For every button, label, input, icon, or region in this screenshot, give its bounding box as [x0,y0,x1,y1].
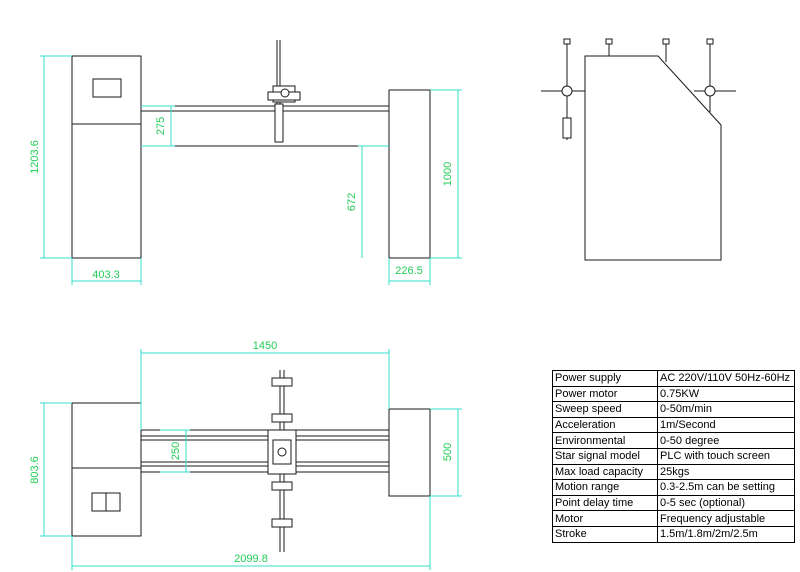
dim-left-width: 403.3 [92,269,120,281]
spec-label: Star signal model [552,447,658,465]
spec-label: Max load capacity [552,463,658,481]
dim-beam-height: 275 [155,117,167,135]
spec-label: Motion range [552,479,658,496]
spec-value: 0-5 sec (optional) [657,494,795,512]
front-dimensions [40,55,462,285]
spec-value: 1.5m/1.8m/2m/2.5m [657,525,795,543]
top-left-cabinet [71,402,142,537]
spec-value: 0.3-2.5m can be setting [657,479,795,496]
spec-value: 0-50 degree [657,432,795,449]
top-right-cabinet [388,408,431,497]
spec-label: Power motor [552,385,658,403]
side-cabinet [584,55,722,261]
spec-value: 1m/Second [657,416,795,434]
control-screen [92,78,122,98]
front-view: 1203.6 403.3 275 672 1000 226.5 [29,40,462,285]
spec-label: Stroke [552,525,658,543]
right-cabinet [388,89,431,259]
spec-value: 25kgs [657,463,795,481]
dim-front-height: 1203.6 [29,140,41,174]
dim-post-height: 672 [346,193,358,211]
dim-top-depth: 803.6 [29,456,41,484]
spec-label: Environmental [552,432,658,449]
spec-value: PLC with touch screen [657,447,795,465]
spec-value: Frequency adjustable [657,510,795,527]
side-rods [541,38,736,140]
spec-label: Point delay time [552,494,658,512]
dim-right-depth: 500 [442,443,454,461]
dim-span: 1450 [253,340,277,352]
spec-value: 0.75KW [657,385,795,403]
top-carriage [267,370,297,552]
gantry-beam [140,105,390,147]
spec-label: Power supply [552,370,658,387]
spec-label: Acceleration [552,416,658,434]
top-dimensions [40,349,462,570]
top-rails [140,429,390,473]
dim-right-width: 226.5 [395,265,423,277]
spec-value: AC 220V/110V 50Hz-60Hz [657,370,795,387]
spec-label: Sweep speed [552,401,658,418]
dim-total-length: 2099.8 [234,553,268,565]
dim-right-height: 1000 [442,162,454,186]
spec-label: Motor [552,510,658,527]
probe-carriage [267,40,301,143]
left-cabinet [71,55,142,259]
spec-value: 0-50m/min [657,401,795,418]
dim-beam-width: 250 [170,442,182,460]
side-view [541,38,736,261]
top-view: 1450 803.6 250 500 2099.8 [29,340,462,570]
